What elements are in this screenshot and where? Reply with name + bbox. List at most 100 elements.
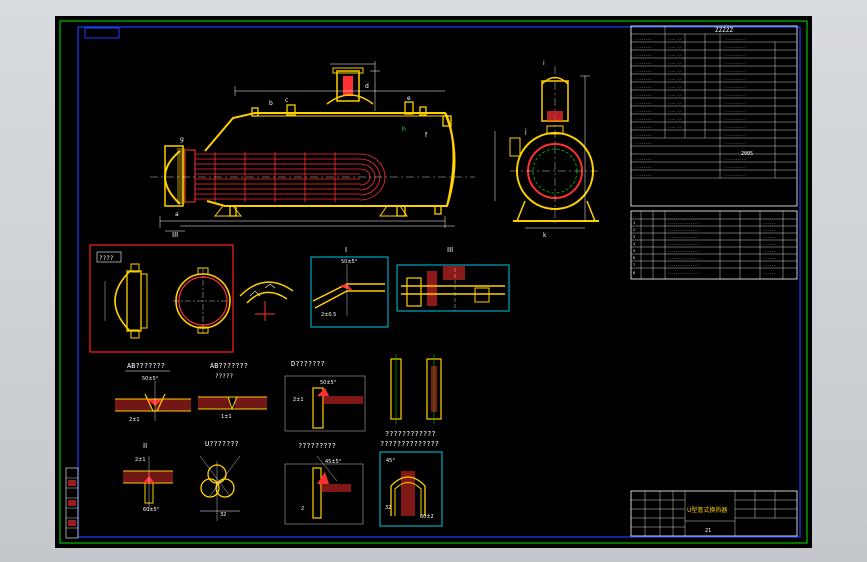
svg-text:...............: ............... (667, 221, 699, 225)
corner-tag (84, 27, 120, 39)
svg-text:.... ..: .... .. (667, 61, 682, 65)
nozzle-c-label: c (285, 97, 288, 104)
svg-text:.... ..: .... .. (667, 45, 682, 49)
dim-5-label: 32 (220, 512, 226, 518)
weld-detail-II[interactable]: II 2±1 60±5° (123, 442, 173, 513)
section-I-label: I (345, 246, 347, 254)
bevel-2-label: 50±5° (142, 376, 159, 382)
svg-text:...............: ............... (667, 249, 699, 253)
sheet-number: 21 (705, 528, 711, 534)
technical-spec-table[interactable]: ZZZZZ 2005 ............ ............ ...… (630, 25, 798, 207)
svg-text:..........: .......... (725, 133, 746, 137)
nozzle-table[interactable]: 1..................... 2................… (630, 210, 798, 280)
section-III-label: III (447, 246, 453, 254)
svg-text:..........: .......... (725, 77, 746, 81)
weld-detail-AB-2[interactable]: AB??????? ????? 1±1 (198, 362, 267, 420)
svg-text:..........: .......... (725, 109, 746, 113)
svg-text:......: ...... (763, 235, 776, 239)
dim-9-label: 2 (301, 506, 304, 512)
dim-7-label: 2±0.5 (321, 312, 336, 318)
svg-text:........: ........ (635, 101, 652, 105)
bevel-1-label: 50±5° (341, 259, 358, 265)
svg-text:3: 3 (633, 235, 635, 239)
svg-text:........: ........ (635, 37, 652, 41)
svg-text:.... ..: .... .. (667, 37, 682, 41)
svg-text:........: ........ (635, 141, 652, 145)
svg-text:........: ........ (635, 125, 652, 129)
svg-text:..........: .......... (725, 45, 746, 49)
svg-text:..........: .......... (725, 101, 746, 105)
nozzle-h-label: h (402, 126, 406, 133)
svg-text:........: ........ (635, 173, 652, 177)
svg-text:........: ........ (635, 53, 652, 57)
svg-text:..........: .......... (725, 173, 746, 177)
svg-text:.... ..: .... .. (667, 53, 682, 57)
weld-II-title: II (143, 442, 147, 450)
svg-text:4: 4 (633, 242, 635, 246)
dim-6-label: 32 (385, 505, 391, 511)
svg-text:2: 2 (633, 228, 635, 232)
svg-text:...............: ............... (667, 256, 699, 260)
drawing-sheet[interactable]: a b c d e f g III h (55, 16, 812, 548)
svg-text:......: ...... (763, 242, 776, 246)
weld-bottom-right-title-1: ???????????? (385, 430, 436, 438)
svg-text:...............: ............... (667, 263, 699, 267)
svg-text:.... ..: .... .. (667, 77, 682, 81)
svg-text:...............: ............... (667, 242, 699, 246)
svg-text:..........: .......... (725, 69, 746, 73)
svg-text:........: ........ (635, 61, 652, 65)
year-label: 2005 (741, 151, 753, 157)
svg-text:..........: .......... (725, 157, 746, 161)
svg-text:........: ........ (635, 77, 652, 81)
svg-text:7: 7 (633, 263, 635, 267)
weld-AB-1-title: AB??????? (127, 362, 165, 370)
svg-text:........: ........ (635, 93, 652, 97)
section-I-detail[interactable]: I 50±5° 2±0.5 (310, 246, 389, 328)
weld-bottom-right-title-2: ?????????????? (380, 440, 439, 448)
tube-bundle (195, 152, 386, 202)
svg-text:1: 1 (633, 221, 635, 225)
svg-text:.... ..: .... .. (667, 117, 682, 121)
weld-detail-AB-1[interactable]: AB??????? 50±5° 2±1 (115, 362, 191, 423)
detail-box-title: ???? (99, 255, 114, 262)
dim-2-label: 1±1 (221, 414, 232, 420)
title-block[interactable]: U型管式换热器 21 (630, 490, 798, 537)
svg-text:..........: .......... (725, 61, 746, 65)
nozzle-i-label: i (543, 60, 545, 67)
nozzle-e-label: e (407, 95, 411, 102)
nozzle-g-label: g (180, 136, 184, 143)
svg-text:...............: ............... (667, 228, 699, 232)
dim-1-label: 2±1 (129, 417, 140, 423)
drawing-canvas[interactable]: a b c d e f g III h (55, 16, 812, 548)
svg-text:...............: ............... (667, 271, 699, 275)
svg-text:..........: .......... (725, 85, 746, 89)
weld-D-title: D??????? (291, 360, 325, 368)
main-elevation-view[interactable]: a b c d e f g III h (150, 61, 475, 239)
plate-section-detail (390, 354, 442, 424)
weld-detail-U[interactable]: U??????? 32 (199, 440, 241, 521)
svg-text:.... ..: .... .. (667, 69, 682, 73)
nozzle-a-label: a (175, 211, 179, 218)
section-III-detail[interactable]: III (396, 246, 510, 312)
svg-text:8: 8 (633, 271, 635, 275)
nozzle-j-label: j (524, 128, 527, 135)
svg-text:........: ........ (635, 165, 652, 169)
svg-text:..........: .......... (725, 141, 746, 145)
revision-stamp (65, 467, 79, 539)
nozzle-b-label: b (269, 100, 273, 107)
side-view[interactable]: i j k (494, 60, 600, 239)
svg-text:........: ........ (635, 69, 652, 73)
weld-bottom-mid-title: ????????? (298, 442, 336, 450)
weld-detail-bottom-mid[interactable]: ????????? 45±5° 2 (284, 442, 364, 525)
svg-text:........: ........ (635, 157, 652, 161)
tubesheet-detail-box[interactable]: ???? (89, 244, 234, 353)
nozzle-d-label: d (365, 83, 369, 90)
weld-detail-D[interactable]: D??????? 50±5° 2±1 (284, 360, 366, 432)
svg-text:.... ..: .... .. (667, 101, 682, 105)
nozzle-k-label: k (543, 232, 547, 239)
dim-3-label: 2±1 (293, 397, 304, 403)
svg-text:........: ........ (635, 117, 652, 121)
svg-text:..........: .......... (725, 93, 746, 97)
weld-detail-bottom-right[interactable]: ???????????? ?????????????? 45° 60±2 32 (379, 430, 443, 527)
